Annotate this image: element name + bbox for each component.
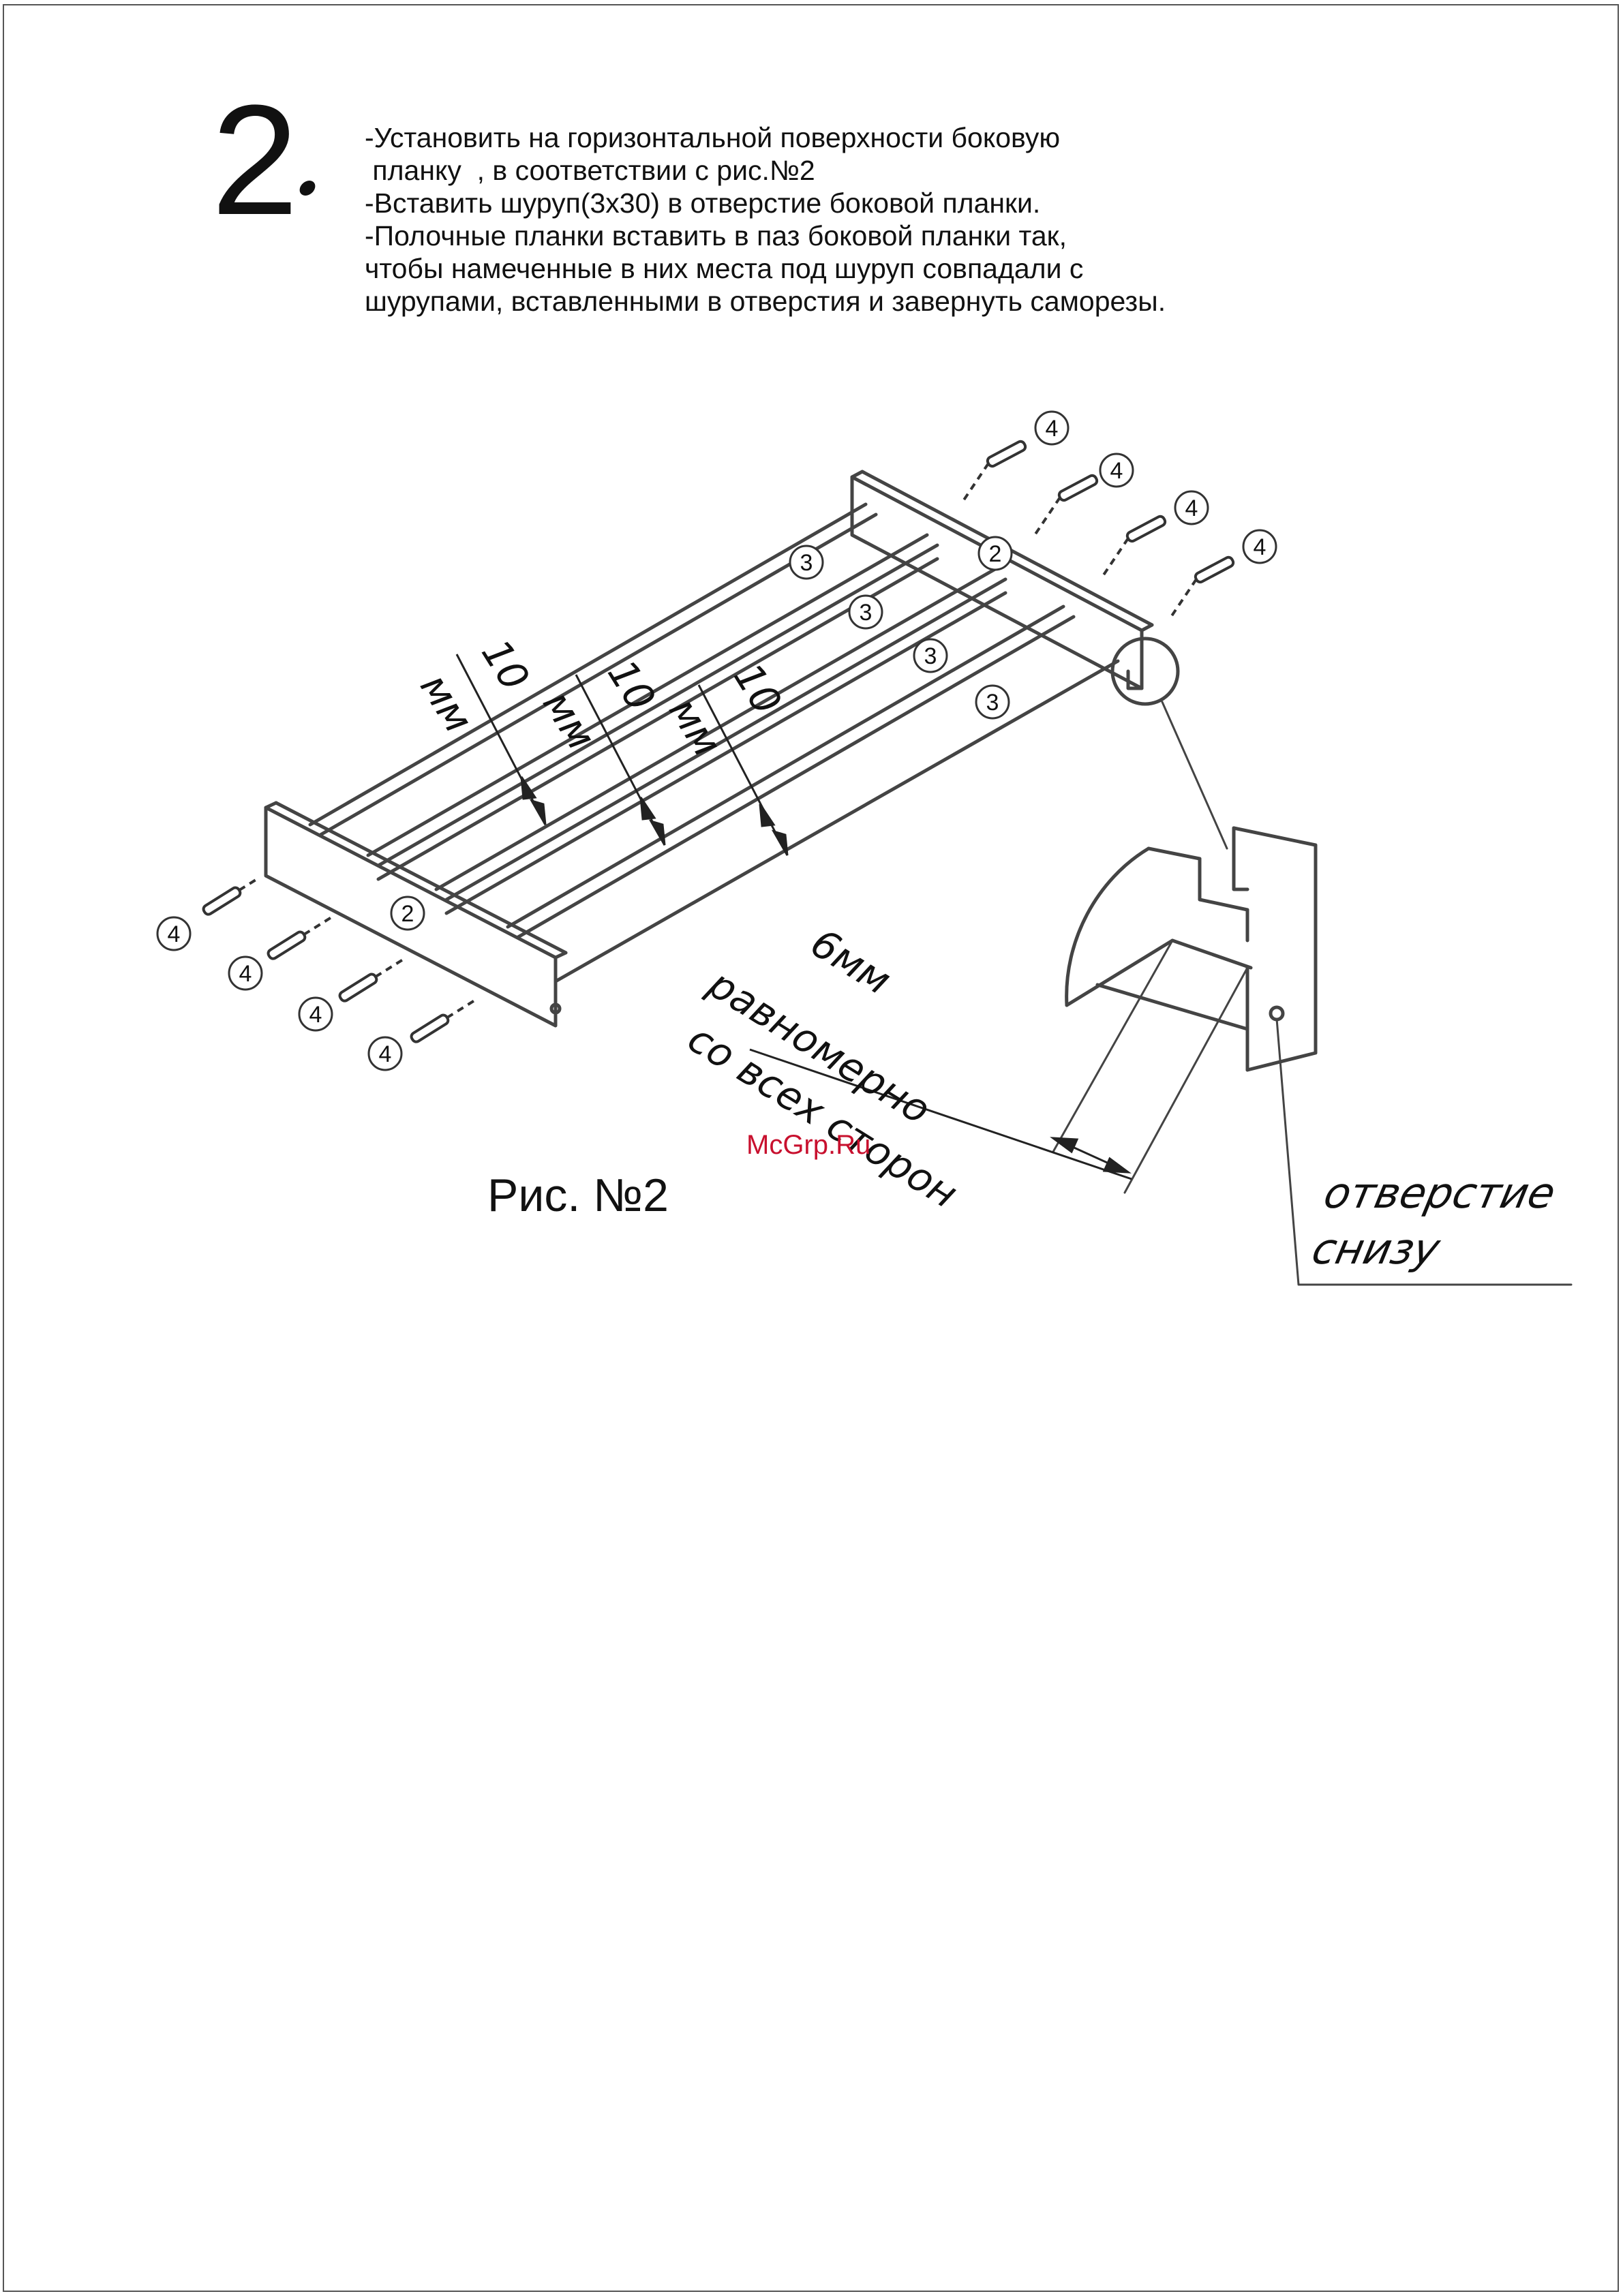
callout-shelf-slat: 3 xyxy=(789,545,824,580)
figure-caption: Рис. №2 xyxy=(487,1169,669,1221)
instruction-line: -Полочные планки вставить в паз боковой … xyxy=(365,220,1067,251)
callout-side-panel: 2 xyxy=(977,536,1013,571)
instruction-line: шурупами, вставленными в отверстия и зав… xyxy=(365,286,1166,317)
callout-shelf-slat: 3 xyxy=(913,638,948,673)
step-number: 2 xyxy=(211,72,299,247)
svg-text:4: 4 xyxy=(1185,495,1198,521)
callout-screw: 4 xyxy=(298,996,333,1032)
detail-marker-circle xyxy=(1110,637,1180,706)
screw-group-front xyxy=(202,876,477,1043)
svg-text:3: 3 xyxy=(860,600,873,626)
callout-screw: 4 xyxy=(228,955,263,991)
instruction-line: планку , в соответствии с рис.№2 xyxy=(365,155,815,186)
svg-text:4: 4 xyxy=(1254,534,1266,560)
hole-note: отверстие снизу xyxy=(1307,1165,1561,1277)
svg-text:3: 3 xyxy=(924,643,937,669)
page-border xyxy=(3,4,1619,2292)
gap-value-1: 10 xyxy=(472,631,539,699)
hole-note-line: отверстие xyxy=(1320,1168,1560,1218)
callout-shelf-slat: 3 xyxy=(848,594,883,630)
clearance-dimension xyxy=(749,1048,1132,1180)
instructions-block: -Установить на горизонтальной поверхност… xyxy=(365,121,1592,318)
instruction-line: чтобы намеченные в них места под шуруп с… xyxy=(365,253,1084,284)
watermark: McGrp.Ru xyxy=(746,1130,871,1160)
svg-text:4: 4 xyxy=(1110,458,1123,484)
instruction-line: -Вставить шуруп(3х30) в отверстие боково… xyxy=(365,187,1041,219)
shelf-slat xyxy=(308,502,878,837)
svg-text:4: 4 xyxy=(309,1002,322,1028)
clearance-text-1: 6мм xyxy=(803,919,900,1004)
gap-unit-2: мм xyxy=(534,682,605,757)
svg-text:2: 2 xyxy=(989,541,1002,567)
callout-screw: 4 xyxy=(1034,410,1070,446)
note-leader xyxy=(1275,1017,1573,1286)
callout-screw: 4 xyxy=(1242,529,1277,564)
svg-text:4: 4 xyxy=(239,961,252,987)
svg-text:3: 3 xyxy=(986,690,999,716)
svg-text:2: 2 xyxy=(401,901,414,927)
callout-screw: 4 xyxy=(1174,490,1209,525)
callout-screw: 4 xyxy=(367,1036,403,1071)
svg-text:4: 4 xyxy=(168,921,181,947)
callout-side-panel: 2 xyxy=(390,896,425,931)
hole-note-line: снизу xyxy=(1307,1224,1444,1274)
svg-text:4: 4 xyxy=(379,1041,392,1067)
svg-text:3: 3 xyxy=(800,550,813,576)
shelf-slat xyxy=(366,533,939,881)
callout-screw: 4 xyxy=(1099,453,1134,488)
screw-group-rear xyxy=(961,440,1235,619)
gap-dimensions xyxy=(455,654,789,856)
instruction-line: -Установить на горизонтальной поверхност… xyxy=(365,122,1061,153)
svg-text:4: 4 xyxy=(1046,416,1059,442)
shelf-slat xyxy=(506,604,1120,983)
callout-shelf-slat: 3 xyxy=(975,684,1010,720)
gap-unit-1: мм xyxy=(411,665,482,740)
gap-value-3: 10 xyxy=(725,655,791,722)
detail-view xyxy=(1052,826,1318,1194)
callout-screw: 4 xyxy=(156,916,192,951)
gap-unit-3: мм xyxy=(660,689,731,764)
